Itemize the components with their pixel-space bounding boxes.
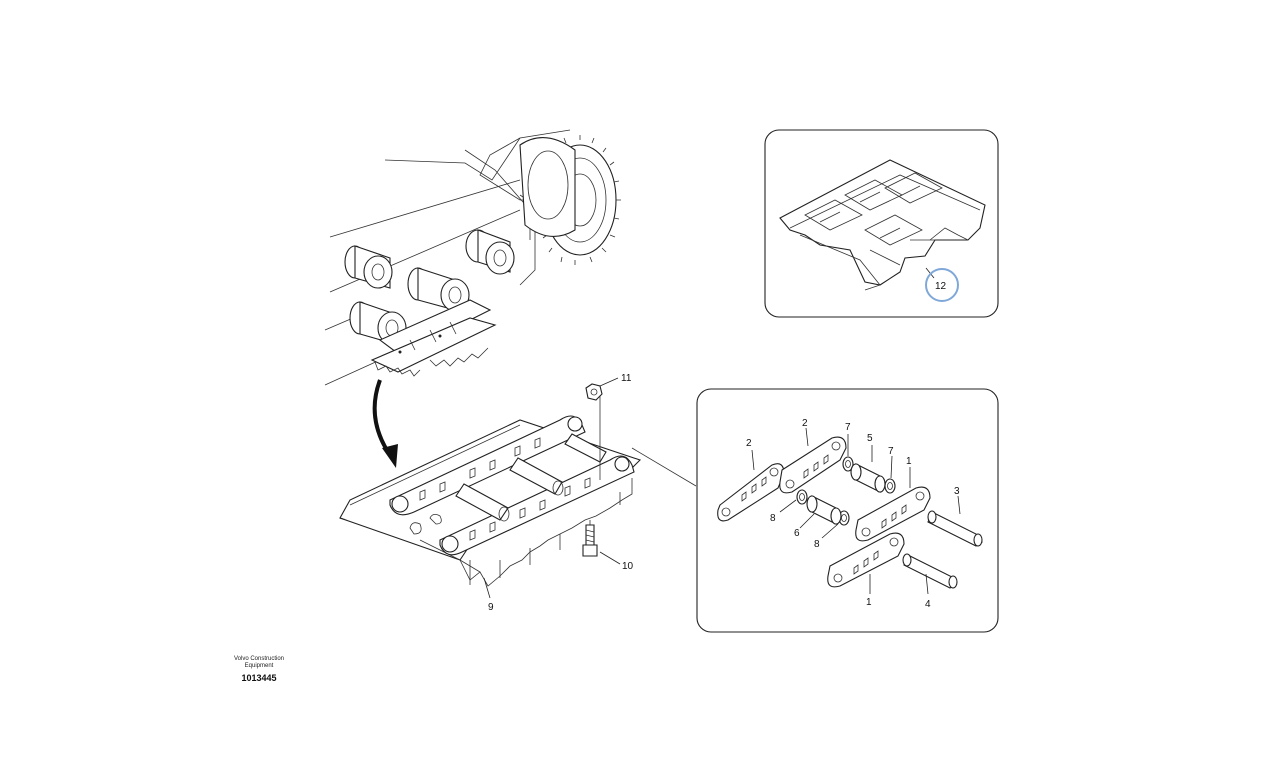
svg-text:7: 7 [845, 422, 851, 433]
callout-11: 11 [599, 373, 632, 387]
track-nut [585, 383, 603, 401]
callout-1a: 1 [906, 456, 912, 488]
callout-4: 4 [925, 573, 931, 610]
svg-text:2: 2 [802, 418, 808, 429]
svg-text:3: 3 [954, 486, 960, 497]
curved-arrow-icon [372, 379, 398, 468]
svg-text:6: 6 [794, 528, 800, 539]
svg-text:11: 11 [621, 373, 632, 384]
callout-5: 5 [867, 433, 873, 462]
detail-connector-line [631, 447, 697, 487]
svg-text:7: 7 [888, 446, 894, 457]
callout-7b: 7 [888, 446, 894, 479]
callout-2a: 2 [746, 438, 755, 471]
highlight-circle [925, 268, 959, 302]
track-bolt [582, 524, 598, 557]
callout-10: 10 [599, 551, 634, 572]
carrier-roller [465, 229, 515, 275]
undercarriage-overview [324, 129, 621, 386]
callout-7a: 7 [845, 422, 851, 456]
brand-line-2: Equipment [244, 663, 274, 669]
svg-text:1: 1 [866, 597, 872, 608]
brand-label: Volvo Construction Equipment [216, 656, 302, 670]
detail-box-track-shoe: 12 [764, 129, 999, 318]
svg-text:5: 5 [867, 433, 873, 444]
carrier-roller [344, 245, 393, 289]
callout-6: 6 [794, 513, 815, 539]
svg-text:1: 1 [906, 456, 912, 467]
track-roller [349, 301, 407, 345]
svg-text:2: 2 [746, 438, 752, 449]
svg-text:8: 8 [770, 513, 776, 524]
callout-8b: 8 [814, 523, 839, 550]
svg-text:4: 4 [925, 599, 931, 610]
track-link-row [389, 415, 635, 556]
callout-8a: 8 [770, 499, 797, 524]
svg-text:8: 8 [814, 539, 820, 550]
callout-1b: 1 [866, 574, 872, 608]
svg-text:12: 12 [935, 281, 947, 292]
detail-box-exploded-links: 2 2 7 5 7 1 3 8 [696, 388, 999, 633]
document-number: 1013445 [241, 673, 277, 683]
brand-line-1: Volvo Construction [233, 656, 285, 662]
callout-2b: 2 [802, 418, 809, 447]
callout-9: 9 [483, 577, 494, 613]
callout-3: 3 [954, 486, 961, 515]
svg-text:10: 10 [622, 561, 634, 572]
track-assembly [339, 390, 642, 587]
svg-text:9: 9 [488, 602, 494, 613]
